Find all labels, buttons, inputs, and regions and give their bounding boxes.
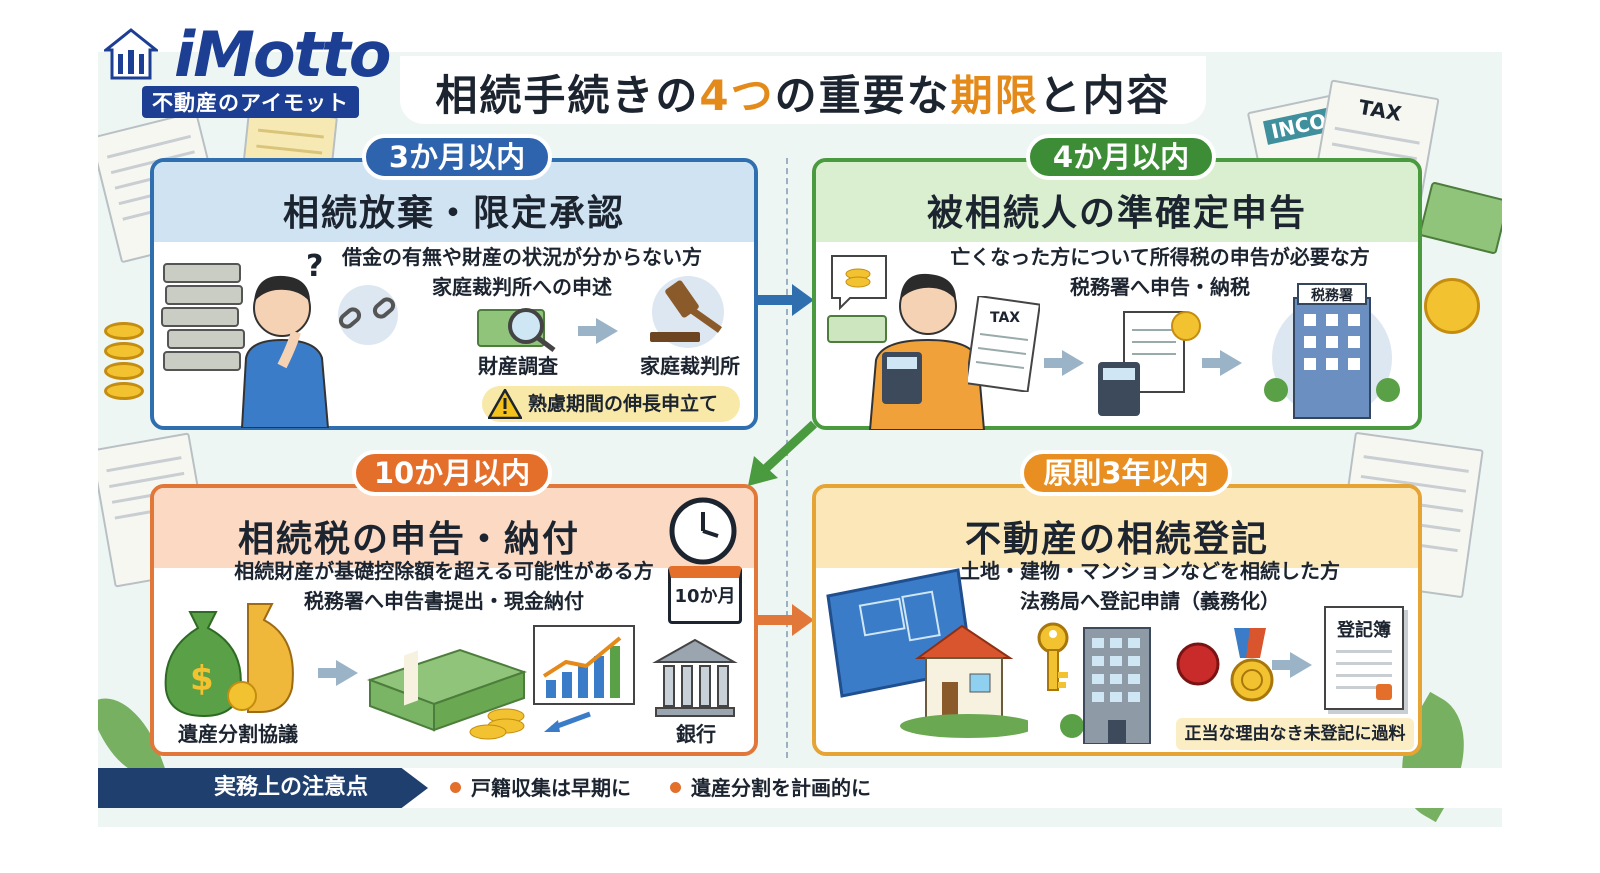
panel-title: 相続税の申告・納付	[237, 519, 580, 560]
seal-medal-icon	[1176, 628, 1274, 702]
money-bags-icon: $	[164, 603, 294, 718]
deadline-badge-3-months: 3か月以内	[362, 134, 552, 180]
title-part: 相続手続きの	[435, 71, 700, 120]
deadline-badge-4-months: 4か月以内	[1026, 134, 1216, 180]
panel-header	[154, 488, 754, 568]
practical-point: 戸籍収集は早期に	[450, 768, 631, 808]
description-line: 土地・建物・マンションなどを相続した方	[960, 559, 1340, 583]
step-arrow-icon	[1044, 350, 1084, 376]
title-banner: 相続手続きの4つの重要な期限と内容	[400, 56, 1206, 124]
warning-icon	[488, 389, 522, 419]
panel-title: 不動産の相続登記	[964, 519, 1269, 560]
tax-form-label: TAX	[990, 310, 1020, 326]
banknote-decoration	[1418, 181, 1502, 255]
description-line: 亡くなった方について所得税の申告が必要な方	[950, 245, 1370, 269]
registry-document-icon: 登記簿	[1324, 606, 1404, 710]
step-label: 財産調査	[478, 354, 558, 378]
page-title: 相続手続きの4つの重要な期限と内容	[400, 62, 1206, 123]
cash-stack-icon	[161, 263, 245, 371]
tax-label: TAX	[1356, 94, 1404, 126]
practical-point-text: 戸籍収集は早期に	[471, 776, 631, 800]
penalty-note: 正当な理由なき未登記に過料	[1176, 718, 1414, 750]
coin-stack-decoration	[104, 362, 144, 380]
practical-point-text: 遺産分割を計画的に	[691, 776, 871, 800]
logo-name: iMotto	[174, 18, 391, 91]
description-line: 税務署へ申告書提出・現金納付	[304, 589, 584, 613]
flow-arrow-diagonal	[748, 420, 818, 486]
house-logo-icon	[104, 28, 158, 80]
panel-title: 相続放棄・限定承認	[282, 193, 625, 234]
step-arrow-icon	[578, 318, 618, 344]
clock-icon	[669, 497, 737, 565]
imotto-logo[interactable]: iMotto 不動産のアイモット	[104, 18, 394, 118]
tax-office-sign: 税務署	[1311, 287, 1353, 304]
bullet-icon	[670, 782, 681, 793]
panel-description: 借金の有無や財産の状況が分からない方 家庭裁判所への申述	[322, 242, 722, 302]
title-highlight-deadline: 期限	[950, 71, 1039, 120]
svg-text:$: $	[190, 659, 214, 699]
step-arrow-icon	[318, 660, 358, 686]
description-line: 家庭裁判所への申述	[432, 275, 612, 299]
step-label: 家庭裁判所	[640, 354, 740, 378]
svg-text:?: ?	[306, 249, 323, 284]
apartment-building-icon	[1060, 627, 1151, 744]
title-highlight-count: 4つ	[699, 71, 775, 120]
growth-chart-icon	[533, 625, 635, 732]
key-icon	[1037, 622, 1069, 691]
panel-description: 土地・建物・マンションなどを相続した方 法務局へ登記申請（義務化）	[940, 556, 1360, 616]
coin-stack-decoration	[104, 322, 144, 340]
calculator-documents-icon	[1098, 311, 1201, 416]
coin-stack-decoration	[104, 342, 144, 360]
logo-subtitle: 不動産のアイモット	[142, 86, 359, 118]
tax-form-icon: TAX	[968, 296, 1040, 392]
thinking-person-icon: ?	[240, 249, 330, 428]
title-part: の重要な	[774, 71, 951, 120]
practical-notes-bar: 実務上の注意点 戸籍収集は早期に 遺産分割を計画的に	[98, 768, 1502, 808]
flow-arrow-right	[758, 284, 814, 316]
coin-decoration	[1424, 278, 1480, 334]
coins-speech-bubble-icon	[827, 255, 887, 343]
warning-text: 熟慮期間の伸長申立て	[528, 393, 719, 415]
tax-office-building-icon: 税務署	[1264, 283, 1400, 419]
coin-stack-decoration	[104, 382, 144, 400]
house-blueprint-icon	[826, 568, 1028, 738]
person-calculator-icon	[868, 273, 986, 430]
panel-description: 亡くなった方について所得税の申告が必要な方 税務署へ申告・納税	[920, 242, 1400, 302]
panel-title: 被相続人の準確定申告	[926, 193, 1307, 234]
calendar-icon: 10か月	[668, 566, 742, 624]
registry-lines	[1336, 650, 1392, 653]
warning-note: 熟慮期間の伸長申立て	[482, 386, 740, 422]
center-divider	[786, 158, 788, 758]
practical-notes-label: 実務上の注意点	[98, 768, 428, 808]
deadline-badge-10-months: 10か月以内	[352, 450, 552, 496]
step-arrow-icon	[1202, 350, 1242, 376]
calendar-label: 10か月	[674, 586, 736, 607]
bullet-icon	[450, 782, 461, 793]
cash-bundle-icon	[367, 648, 528, 740]
deadline-badge-3-years: 原則3年以内	[1020, 450, 1232, 496]
flow-arrow-right	[758, 604, 814, 636]
panel-real-estate-registration: 不動産の相続登記	[812, 484, 1422, 756]
registry-stamp	[1376, 684, 1392, 700]
panel-header	[816, 488, 1418, 568]
title-part: と内容	[1038, 71, 1171, 120]
description-line: 税務署へ申告・納税	[1070, 275, 1250, 299]
bank-icon	[652, 638, 738, 717]
description-line: 相続財産が基礎控除額を超える可能性がある方	[234, 559, 654, 583]
description-line: 法務局へ登記申請（義務化）	[1020, 589, 1280, 613]
money-magnifier-icon	[477, 308, 556, 352]
step-arrow-icon	[1272, 652, 1312, 678]
description-line: 借金の有無や財産の状況が分からない方	[342, 245, 702, 269]
broken-chain-icon	[338, 285, 398, 345]
gavel-icon	[650, 276, 724, 348]
step-label: 銀行	[676, 722, 716, 746]
registry-label: 登記簿	[1337, 620, 1391, 641]
practical-point: 遺産分割を計画的に	[670, 768, 871, 808]
step-label: 遺産分割協議	[178, 722, 298, 746]
panel-description: 相続財産が基礎控除額を超える可能性がある方 税務署へ申告書提出・現金納付	[224, 556, 664, 616]
